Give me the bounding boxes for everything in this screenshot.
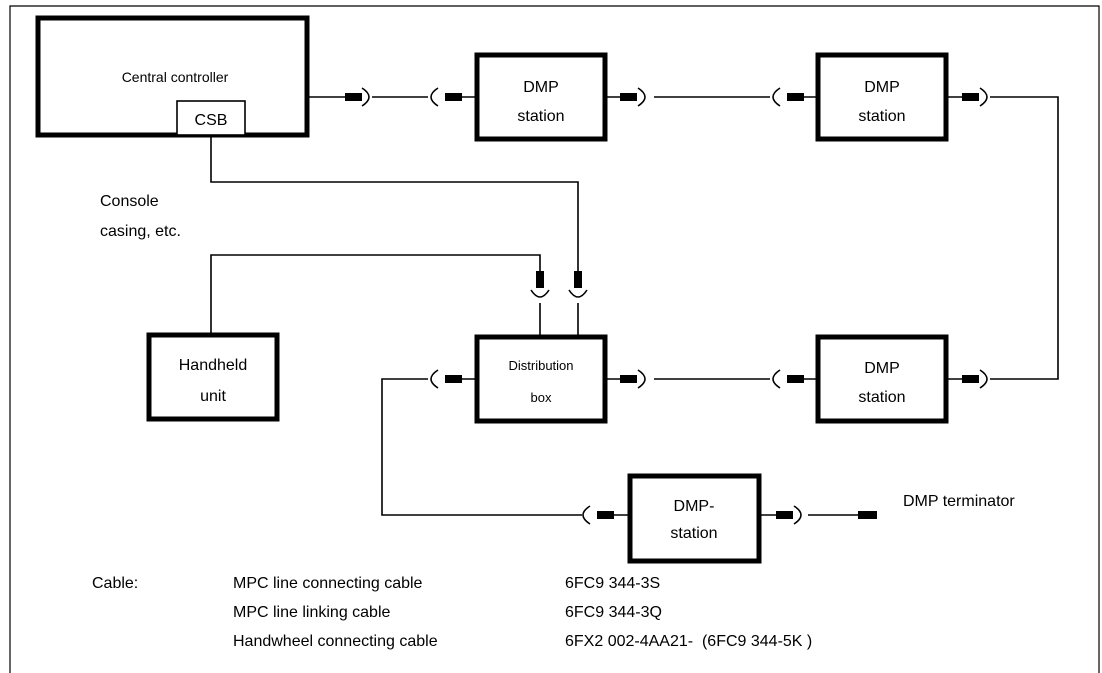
connector-controller-out (345, 87, 370, 107)
dmp-station-top-2: DMP station (815, 52, 949, 142)
legend-row-code: 6FC9 344-3Q (565, 604, 662, 621)
dmp-station-top-2-line2: station (858, 108, 905, 125)
dmp-station-right-line2: station (858, 389, 905, 406)
handheld-line2: unit (200, 388, 226, 405)
csb-label: CSB (195, 112, 228, 129)
console-label-line1: Console (100, 193, 159, 210)
distribution-line1: Distribution (508, 358, 573, 373)
dmp-station-top-1-line1: DMP (523, 79, 559, 96)
connector-dmp1-out (620, 87, 646, 107)
dmp-station-right: DMP station (815, 334, 949, 424)
connector-dmp2-in (772, 87, 804, 107)
handheld-line1: Handheld (179, 357, 248, 374)
connector-dmp2-out (962, 87, 988, 107)
dmp-station-bottom-line1: DMP- (674, 498, 715, 515)
csb-port (176, 100, 246, 136)
connector-bottom-dmp-in (582, 505, 614, 525)
wire-handheld-to-distribution (210, 254, 541, 335)
connector-distribution-left (430, 369, 462, 389)
legend-heading: Cable: (92, 575, 138, 592)
diagram-frame (9, 5, 1100, 673)
legend-row-name: MPC line linking cable (233, 604, 391, 621)
dmp-station-top-1-line2: station (517, 108, 564, 125)
wire-csb-to-distribution (210, 135, 579, 271)
connector-right-dmp-left (772, 369, 804, 389)
legend-row-name: MPC line connecting cable (233, 575, 423, 592)
connector-distribution-top-handheld (530, 271, 550, 298)
connector-right-dmp-in (962, 369, 988, 389)
dmp-station-right-line1: DMP (864, 360, 900, 377)
dmp-station-bottom-line2: station (670, 525, 717, 542)
handheld-unit-box: Handheld unit (146, 332, 280, 422)
distribution-box: Distribution box (474, 334, 608, 424)
connector-distribution-right (620, 369, 646, 389)
wire-dmp2-to-right-dmp (946, 96, 1059, 380)
legend-row-code: 6FX2 002-4AA21- (6FC9 344-5K ) (565, 633, 812, 650)
legend-row-name: Handwheel connecting cable (233, 633, 438, 650)
dmp-station-top-2-line1: DMP (864, 79, 900, 96)
central-controller-box: Central controller CSB (35, 15, 310, 138)
dmp-terminator-label: DMP terminator (903, 493, 1015, 510)
dmp-station-top-1: DMP station (474, 52, 608, 142)
connector-dmp1-in (430, 87, 462, 107)
distribution-line2: box (531, 390, 552, 405)
connector-bottom-dmp-out (776, 505, 802, 525)
cable-legend: Cable: MPC line connecting cable 6FC9 34… (92, 575, 812, 650)
dmp-terminator-plug (858, 511, 877, 519)
central-controller-label: Central controller (122, 69, 229, 85)
legend-row-code: 6FC9 344-3S (565, 575, 660, 592)
console-label-line2: casing, etc. (100, 223, 181, 240)
dmp-station-bottom: DMP- station (627, 473, 762, 564)
connector-distribution-top-csb (568, 271, 588, 298)
wire-socket-drops (539, 303, 579, 337)
